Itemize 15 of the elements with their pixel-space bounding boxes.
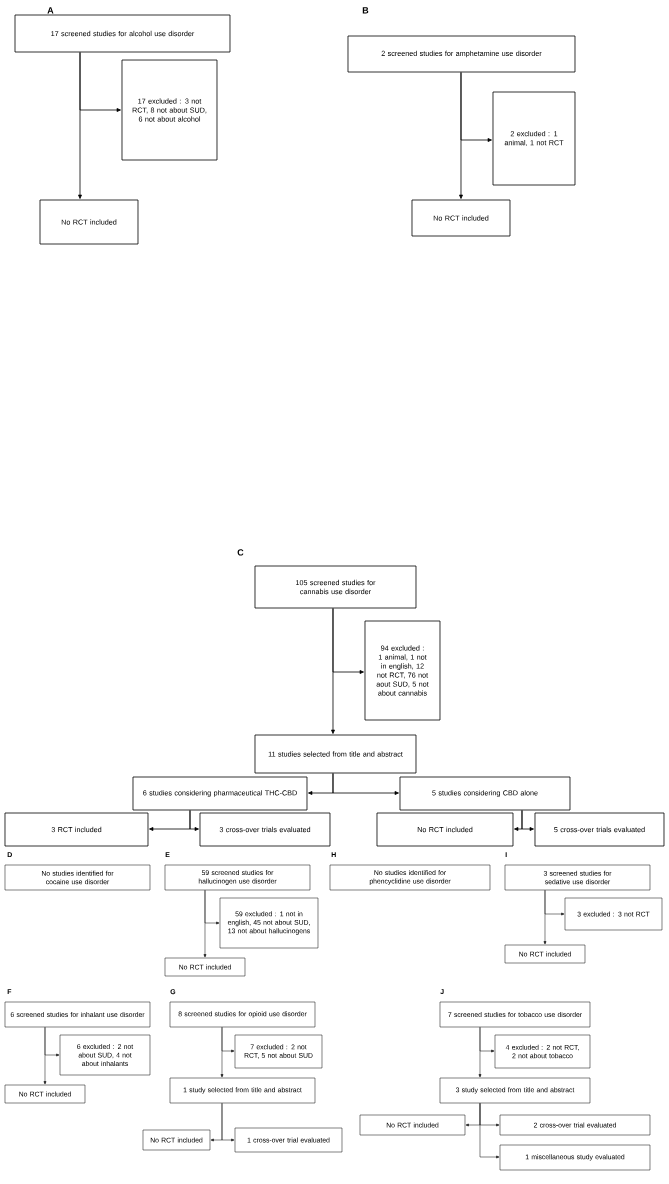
- arrow: [478, 1027, 482, 1078]
- arrow: [189, 810, 199, 831]
- arrow: [43, 1027, 47, 1085]
- arrow: [521, 810, 534, 831]
- arrow: [203, 890, 207, 958]
- arrow: [332, 773, 399, 795]
- arrow: [220, 1027, 224, 1078]
- arrow: [331, 608, 335, 734]
- panel-letter: C: [237, 549, 244, 556]
- arrow: [479, 1103, 500, 1159]
- panel-letter: B: [362, 7, 369, 14]
- arrow: [543, 890, 547, 945]
- arrow: [221, 1103, 235, 1142]
- arrow: [459, 72, 463, 199]
- arrow: [78, 52, 82, 199]
